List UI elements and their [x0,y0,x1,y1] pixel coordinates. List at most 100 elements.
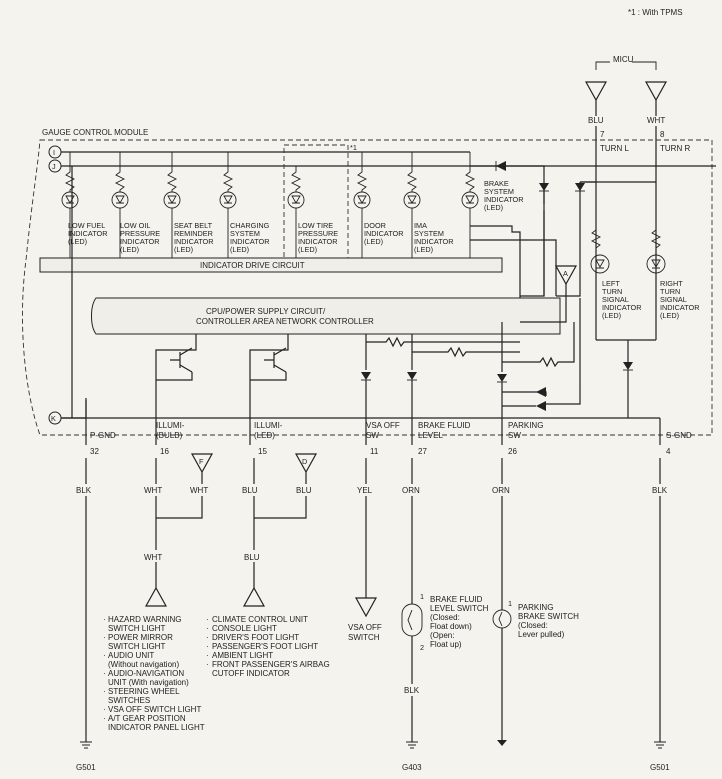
svg-text:SWITCHES: SWITCHES [108,696,150,705]
svg-text:PARKING: PARKING [518,603,553,612]
svg-text:ILLUMI-: ILLUMI- [254,421,283,430]
svg-text:POWER MIRROR: POWER MIRROR [108,633,173,642]
cpu-label-2: CONTROLLER AREA NETWORK CONTROLLER [196,317,374,326]
svg-text:SIGNAL: SIGNAL [602,295,629,304]
led-loads-list: ·CLIMATE CONTROL UNIT ·CONSOLE LIGHT ·DR… [206,615,330,678]
svg-text:27: 27 [418,447,427,456]
svg-text:Float down): Float down) [430,622,472,631]
ground-g403: G403 [402,741,422,772]
svg-text:LEFT: LEFT [602,279,620,288]
svg-text:G403: G403 [402,763,422,772]
svg-text:CUTOFF INDICATOR: CUTOFF INDICATOR [212,669,290,678]
svg-text:WHT: WHT [190,486,208,495]
svg-text:(LED): (LED) [484,203,503,212]
svg-text:LEVEL: LEVEL [418,431,443,440]
svg-text:AMBIENT LIGHT: AMBIENT LIGHT [212,651,273,660]
svg-text:·: · [103,705,106,714]
svg-text:·: · [206,660,209,669]
svg-text:ILLUMI-: ILLUMI- [156,421,185,430]
micu-bracket [595,61,657,70]
vsa-diode [361,372,371,380]
svg-text:BRAKE FLUID: BRAKE FLUID [430,595,483,604]
svg-text:(LED): (LED) [364,237,383,246]
svg-text:CLIMATE CONTROL UNIT: CLIMATE CONTROL UNIT [212,615,308,624]
ground-g501-left: G501 [76,741,96,772]
svg-text:LEVEL SWITCH: LEVEL SWITCH [430,604,489,613]
svg-text:G501: G501 [76,763,96,772]
svg-text:11: 11 [370,447,379,456]
svg-text:RIGHT: RIGHT [660,279,683,288]
svg-text:A: A [563,269,568,278]
svg-text:(LED): (LED) [230,245,249,254]
svg-text:·: · [103,633,106,642]
pin-labels: P-GND 32 ILLUMI- (BULB) 16 ILLUMI- (LED)… [90,421,692,456]
svg-text:16: 16 [160,447,169,456]
parking-diode-2 [536,387,546,397]
svg-text:SYSTEM: SYSTEM [414,229,444,238]
svg-text:(LED): (LED) [414,245,433,254]
svg-text:P-GND: P-GND [90,431,116,440]
indicator-group: LOW FUEL INDICATOR (LED) LOW OIL PRESSUR… [61,152,523,258]
svg-text:·: · [103,687,106,696]
parking-diode-3 [536,401,546,411]
svg-text:INDICATOR: INDICATOR [120,237,159,246]
svg-text:SYSTEM: SYSTEM [230,229,260,238]
svg-text:HAZARD WARNING: HAZARD WARNING [108,615,181,624]
ground-g501-right: G501 [650,741,670,772]
svg-text:SWITCH: SWITCH [348,633,380,642]
svg-text:2: 2 [420,643,424,652]
svg-text:·: · [206,624,209,633]
svg-text:S-GND: S-GND [666,431,692,440]
svg-text:G501: G501 [650,763,670,772]
svg-text:SIGNAL: SIGNAL [660,295,687,304]
svg-text:CHARGING: CHARGING [230,221,270,230]
connector-d [294,453,318,474]
svg-text:YEL: YEL [357,486,373,495]
indicator-drive-label: INDICATOR DRIVE CIRCUIT [200,261,305,270]
indicator-low-fuel: LOW FUEL INDICATOR (LED) [61,152,107,258]
svg-text:INDICATOR: INDICATOR [660,303,699,312]
svg-text:PRESSURE: PRESSURE [120,229,160,238]
svg-text:STEERING WHEEL: STEERING WHEEL [108,687,180,696]
svg-text:BLK: BLK [404,686,420,695]
svg-text:(Without navigation): (Without navigation) [108,660,179,669]
terminal-j-label: J [52,162,56,171]
svg-text:(Closed:: (Closed: [518,621,548,630]
svg-text:SEAT BELT: SEAT BELT [174,221,213,230]
micu-right-func: TURN R [660,144,690,153]
svg-text:TURN: TURN [602,287,622,296]
svg-text:ORN: ORN [492,486,510,495]
svg-text:INDICATOR: INDICATOR [174,237,213,246]
svg-text:VSA OFF SWITCH LIGHT: VSA OFF SWITCH LIGHT [108,705,201,714]
svg-text:·: · [206,651,209,660]
terminal-k-label: K [51,414,56,423]
transistor-bulb [155,334,197,445]
transistor-led [249,334,289,445]
svg-text:DOOR: DOOR [364,221,386,230]
svg-text:LOW OIL: LOW OIL [120,221,150,230]
parking-body-ground [497,740,507,746]
svg-text:ORN: ORN [402,486,420,495]
svg-text:BLU: BLU [244,553,260,562]
led-load-arrow [242,586,266,607]
svg-text:VSA OFF: VSA OFF [366,421,400,430]
brake-diode [496,161,506,171]
svg-text:·: · [206,642,209,651]
svg-text:INDICATOR: INDICATOR [230,237,269,246]
tpms-mark: *1 [350,143,357,152]
svg-text:(LED): (LED) [120,245,139,254]
svg-text:IMA: IMA [414,221,427,230]
svg-text:(LED): (LED) [254,431,275,440]
svg-text:SWITCH LIGHT: SWITCH LIGHT [108,624,165,633]
svg-text:Lever pulled): Lever pulled) [518,630,565,639]
svg-text:26: 26 [508,447,517,456]
svg-text:AUDIO UNIT: AUDIO UNIT [108,651,154,660]
svg-text:WHT: WHT [144,553,162,562]
svg-text:INDICATOR PANEL LIGHT: INDICATOR PANEL LIGHT [108,723,205,732]
micu-connector-left [584,81,608,102]
indicator-brake-system: BRAKE SYSTEM INDICATOR (LED) [461,152,523,258]
svg-text:(BULB): (BULB) [156,431,183,440]
svg-text:·: · [103,714,106,723]
cpu-box [91,297,561,335]
indicator-drive-box [39,257,503,273]
